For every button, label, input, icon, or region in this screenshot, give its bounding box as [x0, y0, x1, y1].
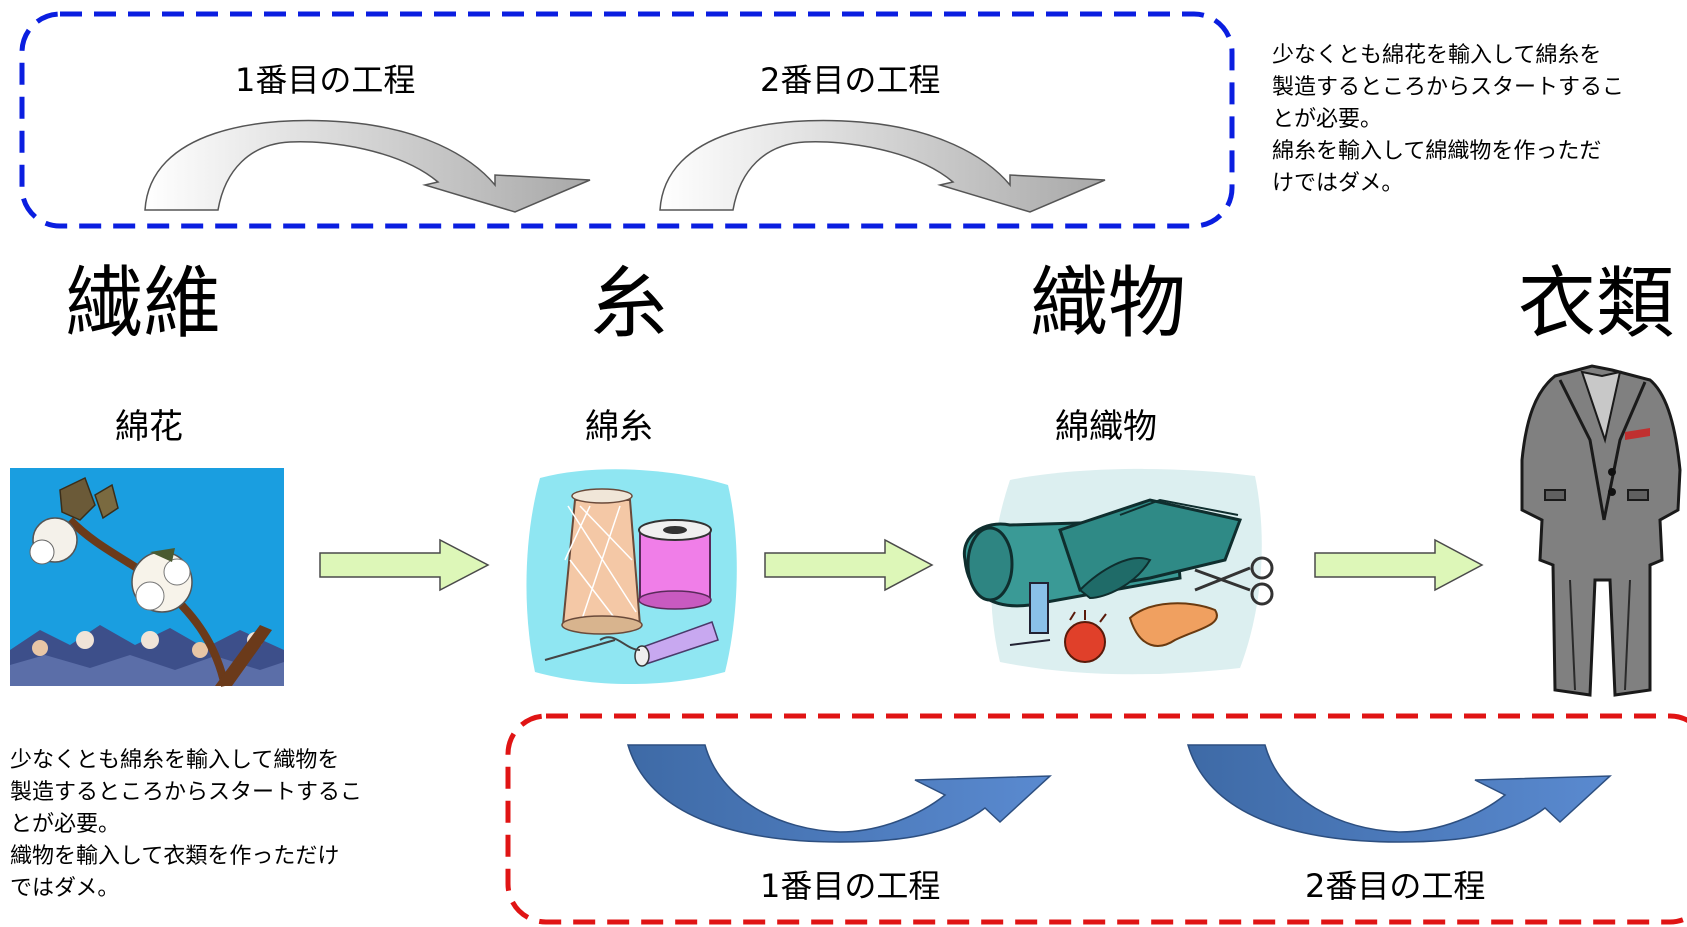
thread-spools-image: [526, 469, 737, 685]
lower-step-1-label: 1番目の工程: [760, 867, 941, 905]
stage-category-fabric: 織物: [1030, 259, 1187, 349]
lower-note: 少なくとも綿糸を輸入して織物を 製造するところからスタートするこ とが必要。 織…: [10, 745, 430, 904]
stage-category-clothing: 衣類: [1518, 259, 1675, 349]
lower-note-line-1: 少なくとも綿糸を輸入して織物を: [10, 748, 340, 773]
stage-item-cotton: 綿花: [115, 407, 183, 447]
flow-arrow-2: [764, 538, 934, 592]
lower-curved-arrow-1: [626, 744, 1052, 843]
suit-image: [1520, 364, 1682, 697]
upper-note-line-2: 製造するところからスタートするこ: [1272, 74, 1625, 100]
upper-note-line-5: けではダメ。: [1272, 170, 1404, 196]
upper-note-line-3: とが必要。: [1272, 106, 1383, 132]
lower-note-line-5: ではダメ。: [10, 875, 120, 901]
flow-arrow-1: [319, 538, 490, 592]
lower-process-box: [505, 713, 1687, 925]
lower-note-line-2: 製造するところからスタートするこ: [10, 779, 363, 805]
fabric-rolls-image: [962, 468, 1274, 675]
upper-note-line-1: 少なくとも綿花を輸入して綿糸を: [1272, 43, 1602, 68]
upper-curved-arrow-2: [659, 119, 1106, 213]
stage-category-fiber: 繊維: [65, 259, 222, 349]
upper-curved-arrow-1: [144, 119, 591, 213]
lower-curved-arrow-2: [1186, 744, 1612, 843]
stage-item-cotton-fabric: 綿織物: [1055, 407, 1157, 447]
flow-arrow-3: [1314, 538, 1484, 592]
lower-step-2-label: 2番目の工程: [1305, 867, 1486, 905]
upper-process-box: [19, 11, 1235, 229]
stage-item-cotton-yarn: 綿糸: [585, 407, 653, 447]
upper-step-1-label: 1番目の工程: [235, 61, 416, 99]
lower-note-line-4: 織物を輸入して衣類を作っただけ: [10, 843, 340, 869]
stage-category-yarn: 糸: [590, 259, 669, 349]
upper-note-line-4: 綿糸を輸入して綿織物を作っただ: [1272, 138, 1602, 164]
lower-note-line-3: とが必要。: [10, 811, 121, 837]
upper-step-2-label: 2番目の工程: [760, 61, 941, 99]
upper-note: 少なくとも綿花を輸入して綿糸を 製造するところからスタートするこ とが必要。 綿…: [1272, 40, 1682, 199]
cotton-plant-image: [10, 468, 284, 687]
